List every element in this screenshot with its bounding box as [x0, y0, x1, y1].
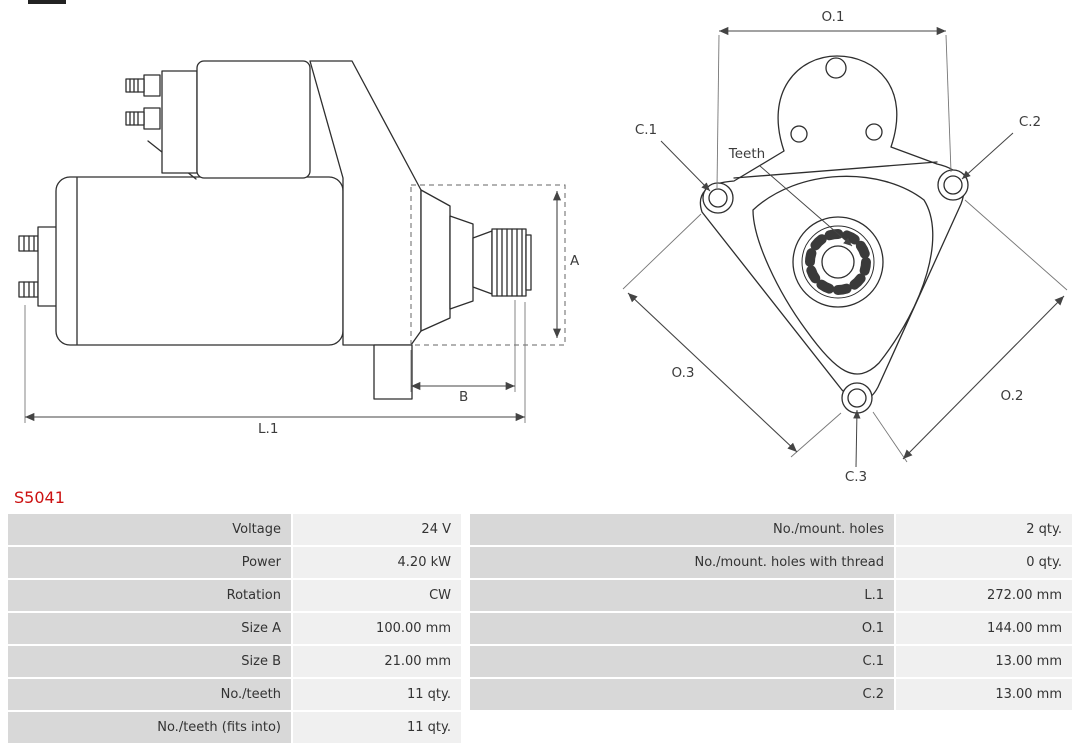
spec-label-cell: No./teeth	[8, 679, 291, 710]
spec-row: No./teeth (fits into) 11 qty.	[8, 712, 1072, 743]
dim-label-a: A	[570, 253, 580, 269]
spec-label-cell: O.1	[470, 613, 894, 644]
solenoid-cap	[161, 70, 198, 174]
spec-label-cell: No./mount. holes with thread	[470, 547, 894, 578]
spec-row: Voltage 24 V No./mount. holes 2 qty.	[8, 514, 1072, 545]
spec-value-cell: 2 qty.	[896, 514, 1072, 545]
dim-label-l1: L.1	[258, 421, 278, 437]
spec-row: Size B 21.00 mm C.1 13.00 mm	[8, 646, 1072, 677]
dome-hole	[825, 57, 847, 79]
spec-row: Power 4.20 kW No./mount. holes with thre…	[8, 547, 1072, 578]
dim-label-c2: C.2	[1019, 114, 1041, 130]
spec-table: Voltage 24 V No./mount. holes 2 qty. Pow…	[8, 514, 1072, 743]
starter-front-view	[699, 55, 969, 414]
spec-value-cell: 272.00 mm	[896, 580, 1072, 611]
starter-side-view	[18, 60, 532, 400]
spline-gear	[792, 216, 884, 308]
side-view-dimensions	[24, 184, 566, 423]
spec-label-cell: Rotation	[8, 580, 291, 611]
upper-bolt-hole-left	[790, 125, 808, 143]
dim-label-b: B	[459, 389, 468, 405]
dim-label-o1: O.1	[822, 9, 845, 25]
dim-label-o3: O.3	[672, 365, 695, 381]
spec-label-cell: C.2	[470, 679, 894, 710]
spec-value-cell: CW	[293, 580, 461, 611]
spec-value-cell: 100.00 mm	[293, 613, 461, 644]
spec-label-cell: No./mount. holes	[470, 514, 894, 545]
spec-value-cell: 0 qty.	[896, 547, 1072, 578]
drive-end-frame	[309, 60, 422, 346]
part-number: S5041	[14, 488, 65, 507]
left-terminal-studs	[18, 226, 58, 307]
motor-body	[55, 176, 344, 346]
table-group-gap	[461, 613, 470, 644]
front-view-dimensions	[622, 26, 1068, 468]
spec-row: Rotation CW L.1 272.00 mm	[8, 580, 1072, 611]
spec-row: No./teeth 11 qty. C.2 13.00 mm	[8, 679, 1072, 710]
spec-value-cell: 21.00 mm	[293, 646, 461, 677]
spec-label-cell: No./teeth (fits into)	[8, 712, 291, 743]
nose-cone	[420, 189, 451, 332]
spec-value-cell: 11 qty.	[293, 712, 461, 743]
spec-value-cell: 11 qty.	[293, 679, 461, 710]
spec-value-cell-empty	[896, 712, 1072, 743]
table-group-gap	[461, 580, 470, 611]
table-group-gap	[461, 712, 470, 743]
spec-value-cell: 13.00 mm	[896, 646, 1072, 677]
solenoid-body	[196, 60, 311, 179]
spec-row: Size A 100.00 mm O.1 144.00 mm	[8, 613, 1072, 644]
spec-label-cell: Size A	[8, 613, 291, 644]
dim-label-o2: O.2	[1001, 388, 1024, 404]
spec-label-cell: Voltage	[8, 514, 291, 545]
dim-label-c3: C.3	[845, 469, 867, 485]
spec-value-cell: 4.20 kW	[293, 547, 461, 578]
mounting-foot	[373, 344, 413, 400]
spec-label-cell: L.1	[470, 580, 894, 611]
teeth-label: Teeth	[728, 146, 765, 162]
solenoid-terminals	[125, 74, 161, 130]
pinion-gear	[491, 228, 532, 297]
upper-bolt-hole-right	[865, 123, 883, 141]
dim-label-c1: C.1	[635, 122, 657, 138]
spec-label-cell-empty	[470, 712, 894, 743]
spec-value-cell: 144.00 mm	[896, 613, 1072, 644]
mounting-holes	[702, 169, 969, 414]
table-group-gap	[461, 679, 470, 710]
spec-value-cell: 24 V	[293, 514, 461, 545]
spec-label-cell: Size B	[8, 646, 291, 677]
table-group-gap	[461, 514, 470, 545]
spec-value-cell: 13.00 mm	[896, 679, 1072, 710]
technical-drawing: A B L.1	[18, 0, 1068, 485]
spec-label-cell: Power	[8, 547, 291, 578]
spec-label-cell: C.1	[470, 646, 894, 677]
table-group-gap	[461, 547, 470, 578]
logo-fragment	[28, 0, 66, 4]
table-group-gap	[461, 646, 470, 677]
